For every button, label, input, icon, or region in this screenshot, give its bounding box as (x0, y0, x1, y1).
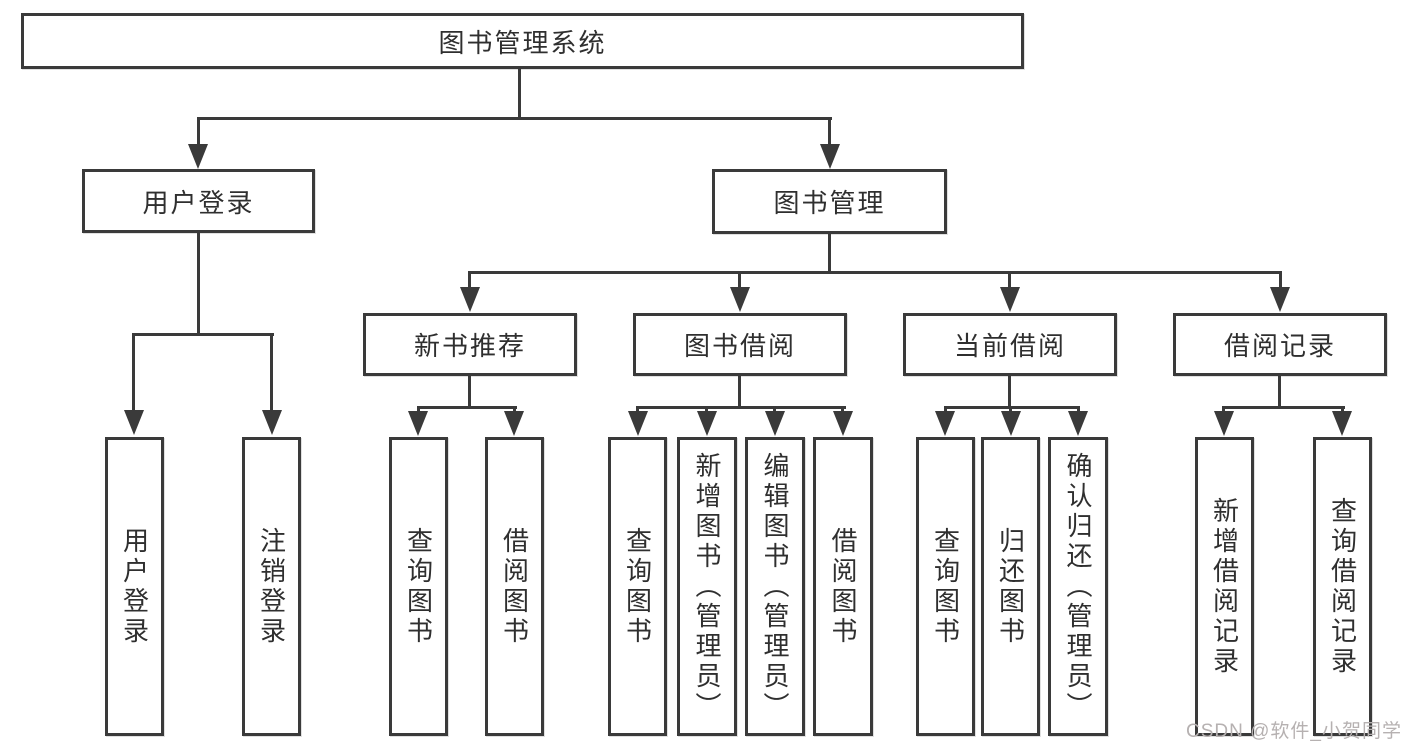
connector-login-stem (197, 233, 200, 336)
connector-recommend-drop-2 (513, 406, 516, 414)
node-borrow-record-label: 借阅记录 (1223, 331, 1336, 361)
leaf-add-book-admin-label: 新增图书（管理员） (692, 451, 722, 722)
watermark: CSDN @软件_小贺同学 (1186, 721, 1402, 742)
leaf-logout: 注销登录 (242, 437, 301, 736)
connector-login-drop-1 (132, 333, 135, 411)
arrowhead-icon (765, 411, 785, 436)
leaf-add-borrow-record: 新增借阅记录 (1195, 437, 1254, 736)
arrowhead-icon (1332, 411, 1352, 436)
connector-borrow-stem (738, 376, 741, 409)
arrowhead-icon (833, 411, 853, 436)
arrowhead-icon (1068, 411, 1088, 436)
node-book-management-label: 图书管理 (773, 188, 886, 218)
arrowhead-icon (504, 411, 524, 436)
leaf-query-book-2-label: 查询图书 (622, 526, 653, 647)
connector-current-drop-1 (944, 406, 947, 414)
connector-login-drop-2 (270, 333, 273, 411)
connector-borrow-drop-1 (636, 406, 639, 414)
arrowhead-icon (935, 411, 955, 436)
connector-mgmt-drop-3 (1008, 271, 1011, 289)
connector-mgmt-stem (828, 234, 831, 274)
connector-root-stem (518, 66, 521, 120)
leaf-add-book-admin: 新增图书（管理员） (677, 437, 737, 736)
connector-current-hbar (944, 406, 1080, 409)
connector-record-hbar (1222, 406, 1345, 409)
leaf-query-book-2: 查询图书 (608, 437, 667, 736)
leaf-query-book-1: 查询图书 (389, 437, 448, 736)
connector-borrow-drop-3 (773, 406, 776, 414)
connector-record-drop-1 (1222, 406, 1225, 414)
leaf-query-book-1-label: 查询图书 (403, 526, 434, 647)
connector-record-stem (1278, 376, 1281, 409)
node-book-management: 图书管理 (712, 169, 947, 234)
connector-current-drop-2 (1009, 406, 1012, 414)
arrowhead-icon (730, 287, 750, 312)
leaf-return-book-label: 归还图书 (995, 526, 1026, 647)
arrowhead-icon (697, 411, 717, 436)
arrowhead-icon (188, 144, 208, 169)
connector-root-hbar (197, 117, 832, 120)
arrowhead-icon (1000, 287, 1020, 312)
connector-recommend-hbar (417, 406, 517, 409)
connector-current-drop-3 (1077, 406, 1080, 414)
node-book-borrow: 图书借阅 (633, 313, 847, 376)
leaf-query-borrow-record: 查询借阅记录 (1313, 437, 1372, 736)
arrowhead-icon (1001, 411, 1021, 436)
connector-borrow-drop-4 (841, 406, 844, 414)
node-library-system: 图书管理系统 (21, 13, 1024, 69)
node-new-book-recommend: 新书推荐 (363, 313, 577, 376)
connector-record-drop-2 (1341, 406, 1344, 414)
leaf-user-login: 用户登录 (105, 437, 164, 736)
arrowhead-icon (1270, 287, 1290, 312)
node-book-borrow-label: 图书借阅 (683, 331, 796, 361)
connector-current-stem (1008, 376, 1011, 409)
connector-recommend-stem (468, 376, 471, 409)
connector-root-drop-left (197, 117, 200, 147)
connector-mgmt-drop-1 (468, 271, 471, 289)
leaf-borrow-book-1-label: 借阅图书 (499, 526, 530, 647)
connector-borrow-hbar (636, 406, 846, 409)
node-user-login: 用户登录 (82, 169, 315, 233)
leaf-confirm-return-admin-label: 确认归还（管理员） (1063, 451, 1093, 722)
node-user-login-label: 用户登录 (142, 187, 255, 218)
connector-mgmt-hbar (468, 271, 1282, 274)
leaf-query-book-3: 查询图书 (916, 437, 975, 736)
arrowhead-icon (820, 144, 840, 169)
leaf-user-login-label: 用户登录 (119, 526, 150, 647)
arrowhead-icon (628, 411, 648, 436)
connector-mgmt-drop-2 (738, 271, 741, 289)
node-library-system-label: 图书管理系统 (438, 27, 607, 58)
leaf-edit-book-admin-label: 编辑图书（管理员） (760, 451, 790, 722)
connector-borrow-drop-2 (705, 406, 708, 414)
arrowhead-icon (408, 411, 428, 436)
arrowhead-icon (124, 410, 144, 435)
node-borrow-record: 借阅记录 (1173, 313, 1387, 376)
leaf-query-book-3-label: 查询图书 (930, 526, 961, 647)
leaf-borrow-book-2-label: 借阅图书 (828, 526, 858, 647)
connector-recommend-drop-1 (417, 406, 420, 414)
arrowhead-icon (460, 287, 480, 312)
leaf-edit-book-admin: 编辑图书（管理员） (745, 437, 805, 736)
leaf-confirm-return-admin: 确认归还（管理员） (1048, 437, 1108, 736)
leaf-query-borrow-record-label: 查询借阅记录 (1327, 496, 1358, 677)
node-current-borrow: 当前借阅 (903, 313, 1117, 376)
node-current-borrow-label: 当前借阅 (953, 331, 1066, 361)
connector-mgmt-drop-4 (1279, 271, 1282, 289)
leaf-borrow-book-2: 借阅图书 (813, 437, 873, 736)
connector-root-drop-right (828, 117, 831, 147)
connector-login-hbar (132, 333, 274, 336)
leaf-return-book: 归还图书 (981, 437, 1040, 736)
leaf-add-borrow-record-label: 新增借阅记录 (1209, 496, 1240, 677)
arrowhead-icon (1214, 411, 1234, 436)
leaf-borrow-book-1: 借阅图书 (485, 437, 544, 736)
leaf-logout-label: 注销登录 (256, 526, 287, 647)
arrowhead-icon (262, 410, 282, 435)
node-new-book-recommend-label: 新书推荐 (413, 331, 526, 361)
